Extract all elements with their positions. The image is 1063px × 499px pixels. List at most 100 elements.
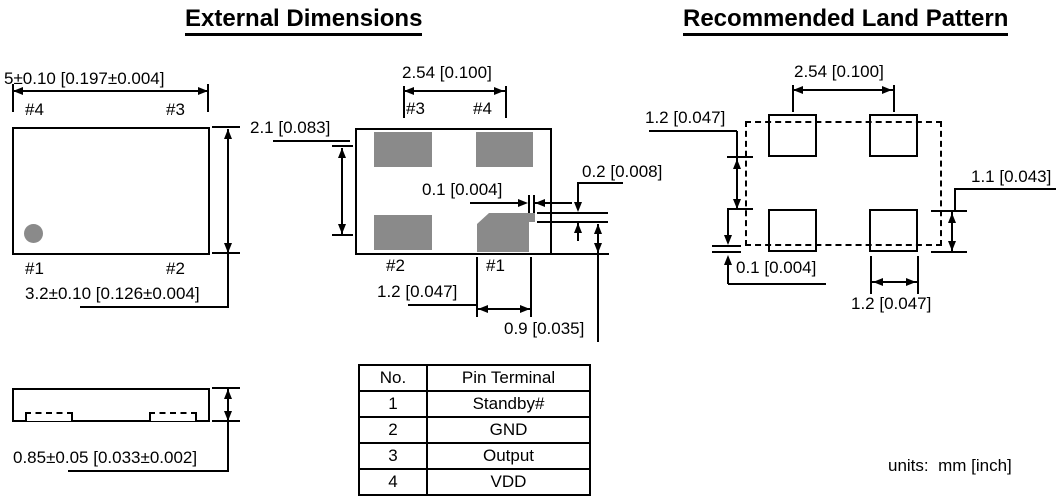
arrowhead [733, 159, 741, 169]
external-dimensions-title: External Dimensions [185, 6, 423, 36]
dim-line [712, 245, 741, 247]
arrowhead [494, 87, 504, 95]
pad-pin3 [374, 132, 432, 167]
table-row: 4 VDD [358, 468, 591, 496]
dim-line [227, 389, 229, 471]
bottom-view-pitch-x-dim: 2.54 [0.100] [402, 63, 492, 82]
dim-line [872, 281, 917, 283]
pin-terminal: VDD [426, 468, 591, 496]
arrowhead [948, 213, 956, 223]
arrowhead [724, 255, 732, 265]
land-pattern-outline [745, 121, 942, 246]
land-pad-top-left [768, 114, 817, 157]
pin-terminal-table: No. Pin Terminal 1 Standby# 2 GND 3 Outp… [358, 364, 591, 496]
dim-line [917, 256, 919, 294]
dim-line [951, 212, 953, 252]
land-pad-bottom-left [768, 209, 817, 252]
pin-terminal: Standby# [426, 390, 591, 418]
dim-line [792, 89, 893, 91]
dim-line [530, 257, 532, 317]
arrowhead [518, 199, 528, 207]
arrowhead [793, 86, 803, 94]
dim-line [505, 86, 507, 118]
table-row: 3 Output [358, 442, 591, 470]
bottom-view-pad-width-dim: 1.2 [0.047] [377, 282, 458, 301]
dim-line [13, 90, 208, 92]
land-pitch-x-dim: 2.54 [0.100] [794, 62, 884, 81]
bottom-view-step-dim: 0.2 [0.008] [582, 162, 663, 181]
dim-line [476, 257, 478, 317]
dim-line [332, 234, 353, 236]
bottom-view-pin4-label: #4 [473, 99, 492, 118]
table-header-terminal: Pin Terminal [426, 364, 591, 392]
dim-line [727, 156, 753, 158]
side-view-left-castellation [25, 412, 73, 421]
dim-line [207, 84, 209, 112]
dim-line [470, 202, 518, 204]
arrowhead [733, 199, 741, 209]
top-view-pin4-label: #4 [25, 100, 44, 119]
side-view-height-dim: 0.85±0.05 [0.033±0.002] [13, 448, 198, 467]
arrowhead [594, 224, 602, 234]
land-overhang-dim: 0.1 [0.004] [736, 258, 817, 277]
pin-number: 1 [358, 390, 428, 418]
dim-line [273, 140, 350, 142]
top-view-pin2-label: #2 [166, 259, 185, 278]
land-pad-bottom-right [869, 209, 918, 252]
bottom-view-pad-height-dim: 0.9 [0.035] [504, 319, 585, 338]
dim-line [597, 224, 599, 342]
dim-line [727, 208, 753, 210]
package-top-view-outline [12, 127, 210, 255]
pin-terminal: Output [426, 442, 591, 470]
dim-line [931, 251, 967, 253]
arrowhead [574, 202, 582, 212]
dim-line [649, 130, 737, 132]
bottom-view-pin2-label: #2 [386, 256, 405, 275]
side-view-right-castellation [149, 412, 197, 421]
pad-pin2 [374, 215, 432, 250]
land-gap-y-dim: 1.2 [0.047] [645, 108, 726, 127]
dim-line [212, 126, 240, 128]
dim-line [403, 86, 405, 118]
top-view-height-dim: 3.2±0.10 [0.126±0.004] [25, 284, 200, 303]
dim-line [538, 253, 609, 255]
arrowhead [13, 87, 23, 95]
dim-line [736, 158, 738, 210]
land-pad-top-right [869, 114, 918, 157]
dim-line [68, 470, 229, 472]
table-header-row: No. Pin Terminal [358, 364, 591, 392]
arrowhead [404, 87, 414, 95]
arrowhead [224, 389, 232, 399]
pad-pin4 [476, 132, 533, 167]
land-pad-width-dim: 1.2 [0.047] [851, 294, 932, 313]
arrowhead [224, 411, 232, 421]
arrowhead [724, 235, 732, 245]
arrowhead [338, 224, 346, 234]
arrowhead [224, 129, 232, 139]
arrowhead [520, 305, 530, 313]
dim-line [728, 283, 826, 285]
pad-pin1 [477, 213, 535, 252]
land-pattern-title: Recommended Land Pattern [683, 6, 1009, 36]
dim-line [80, 306, 229, 308]
dim-line [537, 212, 608, 214]
dim-line [403, 90, 505, 92]
dim-line [577, 183, 579, 205]
pin1-indicator-dot [24, 224, 43, 243]
table-header-no: No. [358, 364, 428, 392]
dim-line [954, 188, 956, 212]
arrowhead [478, 305, 488, 313]
dim-line [212, 420, 240, 422]
bottom-view-pin1-label: #1 [486, 256, 505, 275]
dim-line [870, 256, 872, 294]
land-pad-height-dim: 1.1 [0.043] [971, 167, 1052, 186]
top-view-pin3-label: #3 [166, 100, 185, 119]
pin-number: 3 [358, 442, 428, 470]
dim-line [533, 195, 535, 213]
top-view-width-dim: 5±0.10 [0.197±0.004] [4, 69, 165, 88]
dim-line [893, 85, 895, 112]
dim-line [332, 145, 353, 147]
dim-line [408, 304, 476, 306]
dim-line [792, 85, 794, 112]
